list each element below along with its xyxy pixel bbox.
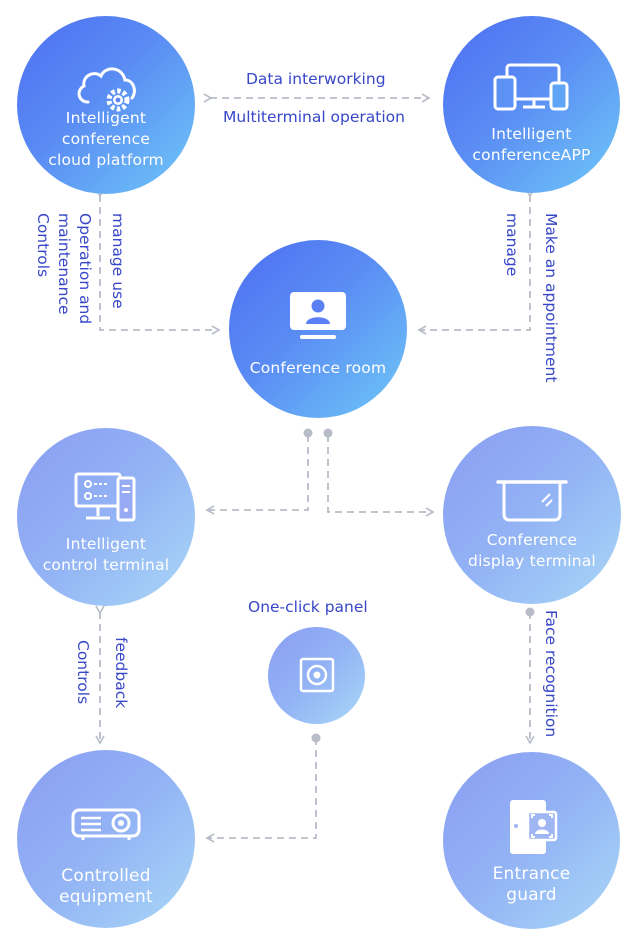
one-click-panel-icon: [299, 657, 334, 693]
label-make-appointment: Make an appointment: [542, 213, 560, 383]
node-control-terminal: Intelligent control terminal: [17, 428, 195, 606]
node-label: Intelligent control terminal: [42, 535, 170, 574]
room-control-link: [205, 435, 309, 515]
label-operation-and: Operation and: [76, 213, 94, 325]
label-face-recognition: Face recognition: [542, 610, 560, 738]
room-display-link: [327, 435, 435, 517]
node-display-terminal: Conference display terminal: [443, 426, 621, 604]
cloud-gear-icon: [77, 67, 136, 112]
display-board-icon: [496, 480, 568, 522]
label-maintenance: maintenance: [55, 213, 73, 315]
devices-icon: [493, 63, 568, 111]
node-conference-room: Conference room: [229, 240, 407, 418]
node-label: Intelligent conferenceAPP: [472, 125, 591, 164]
cloud-room-link: [95, 188, 221, 335]
node-label: Conference display terminal: [468, 531, 596, 570]
node-one-click-panel: [268, 627, 365, 724]
room-port-left: [303, 428, 313, 438]
projector-icon: [71, 808, 141, 840]
node-controlled-equipment: Controlled equipment: [17, 750, 195, 928]
node-entrance-guard: Entrance guard: [443, 752, 620, 929]
computer-terminal-icon: [74, 472, 136, 522]
node-label: Intelligent conference cloud platform: [48, 109, 164, 169]
panel-port: [311, 733, 321, 743]
label-feedback: feedback: [112, 637, 130, 709]
panel-equipment-link: [205, 738, 317, 843]
app-room-link: [417, 188, 535, 335]
label-data-interworking: Data interworking: [246, 70, 386, 88]
node-label: Conference room: [249, 359, 387, 377]
node-cloud-platform: Intelligent conference cloud platform: [17, 16, 195, 194]
node-conference-app: Intelligent conferenceAPP: [443, 16, 620, 193]
label-controls-left: Controls: [34, 213, 52, 278]
monitor-user-icon: [290, 292, 346, 339]
display-port: [525, 607, 535, 617]
face-access-icon: [509, 800, 557, 854]
room-port-right: [323, 428, 333, 438]
label-one-click-panel: One-click panel: [248, 598, 368, 616]
node-label: Controlled equipment: [59, 866, 153, 907]
node-label: Entrance guard: [492, 864, 571, 905]
label-multiterminal-operation: Multiterminal operation: [223, 108, 405, 126]
label-manage-right: manage: [503, 213, 521, 277]
label-controls-bottom: Controls: [74, 640, 92, 705]
label-manage-use: manage use: [109, 213, 127, 309]
